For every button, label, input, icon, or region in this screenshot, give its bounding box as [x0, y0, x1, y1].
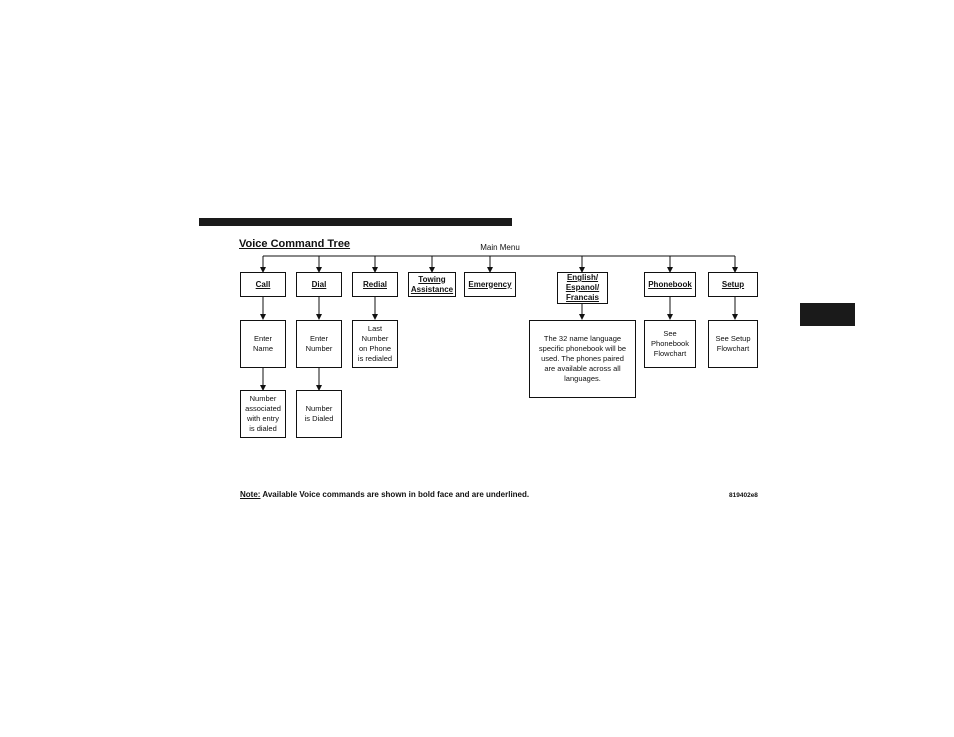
- command-call: Call: [240, 272, 286, 297]
- result-number-associated-dialed: Number associated with entry is dialed: [240, 390, 286, 438]
- result-enter-name: Enter Name: [240, 320, 286, 368]
- section-header-bar: [199, 218, 512, 226]
- result-setup-flowchart: See Setup Flowchart: [708, 320, 758, 368]
- command-dial: Dial: [296, 272, 342, 297]
- footnote: Note: Available Voice commands are shown…: [240, 490, 529, 499]
- result-last-number-redialed: Last Number on Phone is redialed: [352, 320, 398, 368]
- command-redial: Redial: [352, 272, 398, 297]
- footnote-text: Available Voice commands are shown in bo…: [260, 490, 530, 499]
- result-number-dialed: Number is Dialed: [296, 390, 342, 438]
- command-emergency: Emergency: [464, 272, 516, 297]
- command-phonebook: Phonebook: [644, 272, 696, 297]
- chapter-tab: [800, 303, 855, 326]
- result-language-phonebook: The 32 name language specific phonebook …: [529, 320, 636, 398]
- diagram-title: Voice Command Tree: [239, 238, 351, 250]
- command-language: English/ Espanol/ Francais: [557, 272, 608, 304]
- result-enter-number: Enter Number: [296, 320, 342, 368]
- command-towing-assistance: Towing Assistance: [408, 272, 456, 297]
- footnote-label: Note:: [240, 490, 261, 499]
- figure-code: 819402e8: [729, 492, 758, 499]
- command-setup: Setup: [708, 272, 758, 297]
- result-phonebook-flowchart: See Phonebook Flowchart: [644, 320, 696, 368]
- root-node-main-menu: Main Menu: [480, 243, 520, 252]
